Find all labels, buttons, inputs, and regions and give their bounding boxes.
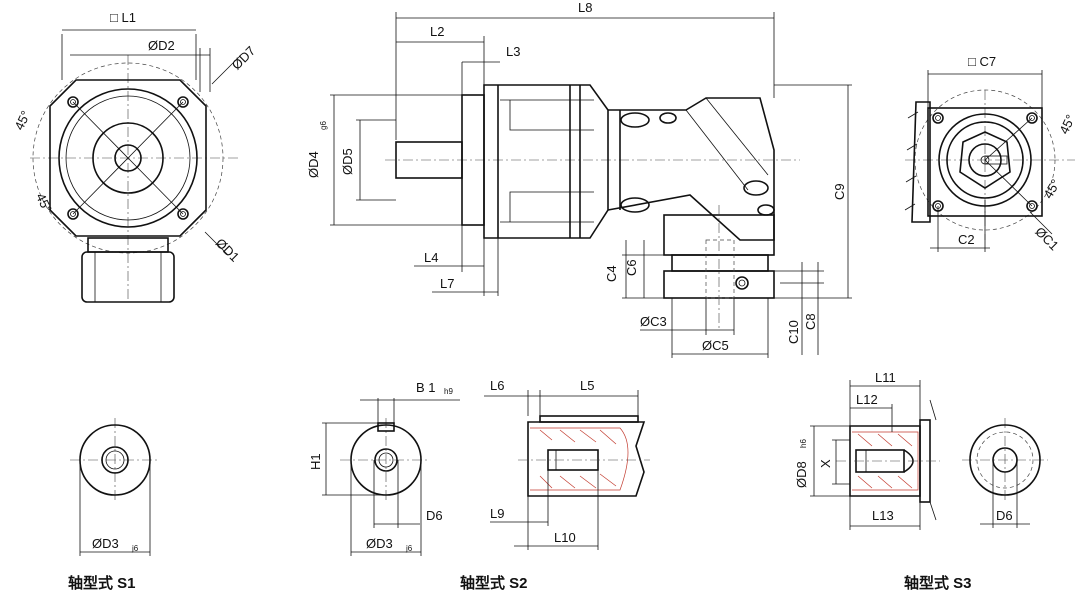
- dim-l7: L7: [440, 276, 454, 291]
- s2-dim-l10: L10: [554, 530, 576, 545]
- s2-dim-l5: L5: [580, 378, 594, 393]
- s3-dim-l12: L12: [856, 392, 878, 407]
- shaft-s1: ØD3 j6 轴型式 S1: [68, 418, 160, 592]
- s1-dim-d3-tolerance: j6: [131, 544, 139, 553]
- shaft-s3: L11 L12 ØD8 h6 X L13 D6 轴型式 S3: [794, 370, 1048, 592]
- end-view: □ C7 C2 ØC1 45° 45°: [904, 54, 1078, 254]
- s2-dim-l6: L6: [490, 378, 504, 393]
- s1-caption: 轴型式 S1: [68, 574, 136, 592]
- dim-d4: ØD4: [306, 151, 321, 178]
- s3-dim-d8-tolerance: h6: [799, 439, 808, 448]
- dim-l2: L2: [430, 24, 444, 39]
- s3-dim-x: X: [818, 459, 833, 468]
- dim-d5: ØD5: [340, 148, 355, 175]
- s3-dim-l13: L13: [872, 508, 894, 523]
- dim-d4-tolerance: g6: [319, 121, 328, 130]
- dim-c5: ØC5: [702, 338, 729, 353]
- side-view: L8 L2 L3 ØD4 g6 ØD5 L4 L7 C9 C4 C6: [306, 0, 852, 358]
- s3-dim-d6: D6: [996, 508, 1013, 523]
- dim-l1: □ L1: [110, 10, 136, 25]
- front-view: □ L1 ØD2 ØD7 ØD1 45° 45°: [11, 10, 259, 303]
- angle-45-bottom-right: 45°: [1040, 177, 1063, 202]
- dim-d7: ØD7: [229, 43, 259, 73]
- dim-d2: ØD2: [148, 38, 175, 53]
- dim-c10: C10: [786, 320, 801, 344]
- end-bolt-holes: [932, 112, 1038, 212]
- dim-l8: L8: [578, 0, 592, 15]
- dim-c4: C4: [604, 265, 619, 282]
- angle-45-top: 45°: [11, 108, 33, 132]
- s3-dim-d8: ØD8: [794, 461, 809, 488]
- dim-l4: L4: [424, 250, 438, 265]
- angle-45-top-right: 45°: [1056, 112, 1078, 136]
- s2-dim-l9: L9: [490, 506, 504, 521]
- dim-c7: □ C7: [968, 54, 996, 69]
- dim-c6: C6: [624, 259, 639, 276]
- dim-d1: ØD1: [213, 235, 243, 265]
- s1-dim-d3: ØD3: [92, 536, 119, 551]
- s3-dim-l11: L11: [875, 370, 896, 385]
- shaft-s2: B 1 h9 H1 D6 ØD3 j6 L6 L5: [308, 378, 650, 592]
- s2-dim-h1: H1: [308, 453, 323, 470]
- s2-dim-d3: ØD3: [366, 536, 393, 551]
- s2-dim-d3-tolerance: j6: [405, 544, 413, 553]
- dim-c1: ØC1: [1032, 224, 1062, 254]
- s2-dim-d6: D6: [426, 508, 443, 523]
- dim-c8: C8: [803, 313, 818, 330]
- s3-caption: 轴型式 S3: [904, 574, 972, 592]
- bolt-holes: [67, 96, 189, 220]
- dim-l3: L3: [506, 44, 520, 59]
- s2-dim-b1-tolerance: h9: [444, 387, 453, 396]
- s2-dim-b1: B 1: [416, 380, 436, 395]
- s2-caption: 轴型式 S2: [460, 574, 528, 592]
- dim-c3: ØC3: [640, 314, 667, 329]
- dim-c2: C2: [958, 232, 975, 247]
- dim-c9: C9: [832, 183, 847, 200]
